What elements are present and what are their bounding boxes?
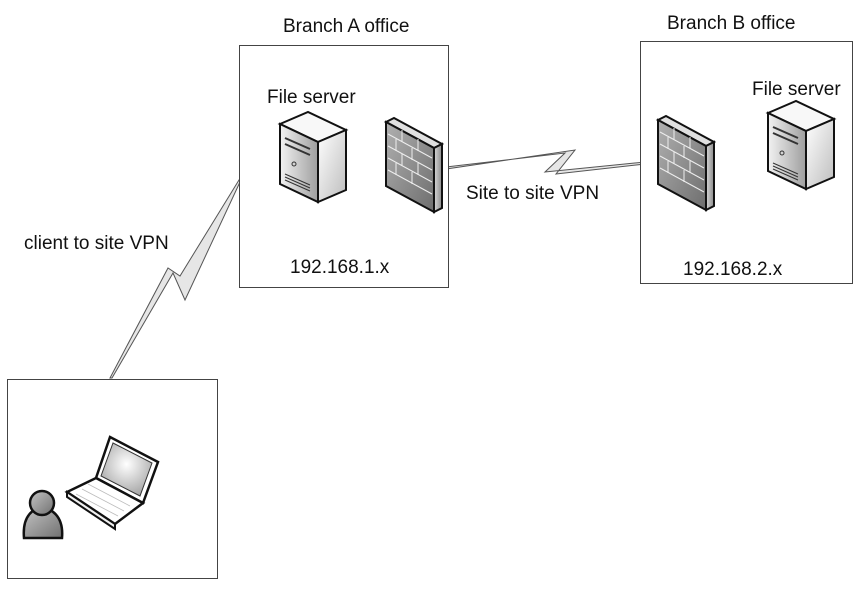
client-to-site-vpn-link xyxy=(109,178,241,379)
branch-b-firewall-icon xyxy=(655,114,717,212)
laptop-icon xyxy=(64,435,160,531)
user-icon xyxy=(22,489,64,540)
branch-a-firewall-icon xyxy=(383,116,445,214)
branch-a-server-label: File server xyxy=(267,87,356,108)
branch-b-subnet: 192.168.2.x xyxy=(683,259,783,280)
branch-a-server-icon xyxy=(277,110,349,204)
branch-b-server-icon xyxy=(765,99,837,191)
site-to-site-vpn-label: Site to site VPN xyxy=(466,183,600,204)
branch-b-server-label: File server xyxy=(752,79,841,100)
client-to-site-vpn-label: client to site VPN xyxy=(24,233,169,254)
branch-a-subnet: 192.168.1.x xyxy=(290,257,390,278)
branch-a-title: Branch A office xyxy=(283,16,410,37)
branch-b-title: Branch B office xyxy=(667,13,796,34)
